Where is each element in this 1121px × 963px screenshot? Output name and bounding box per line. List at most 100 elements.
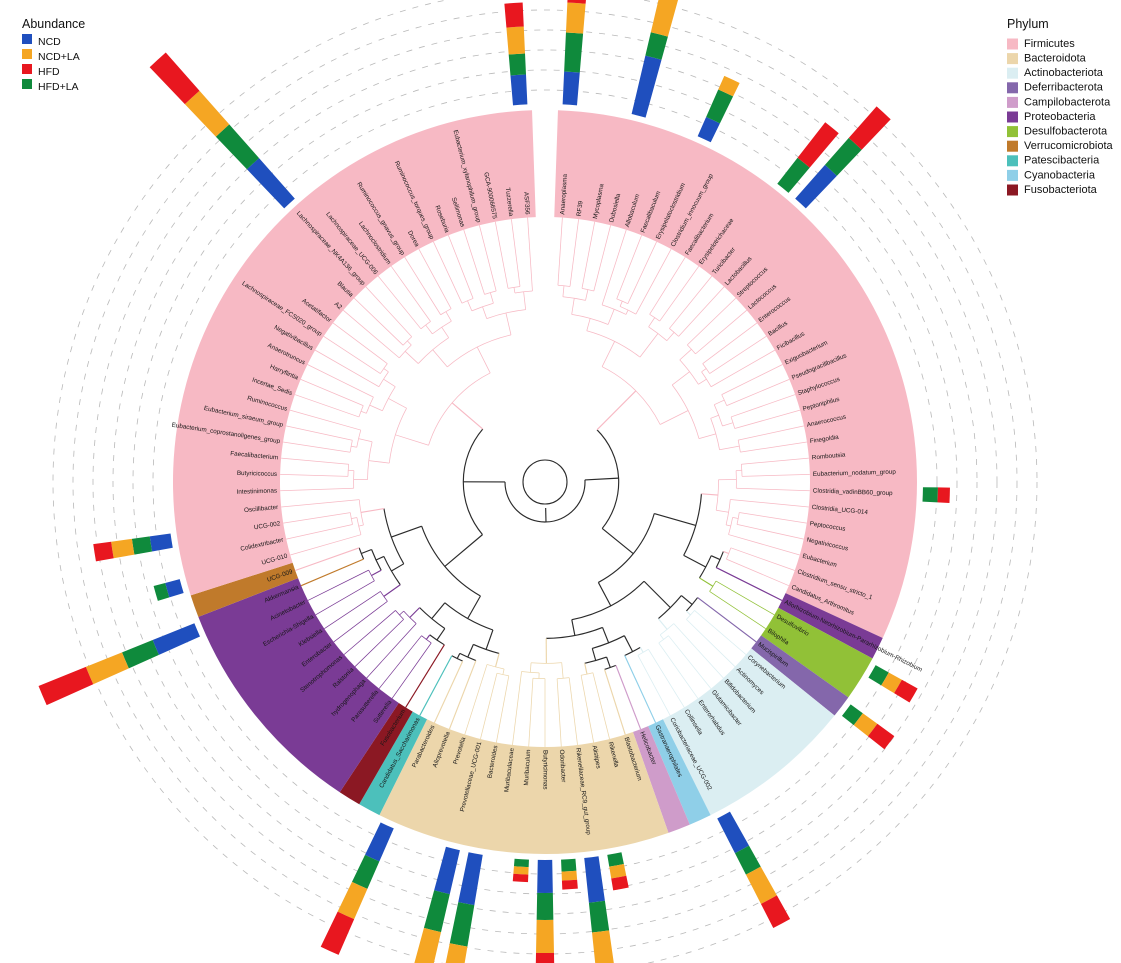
abundance-segment [149,533,173,552]
abundance-segment [351,854,380,889]
branch-radial [280,474,348,477]
abundance-segment [631,55,662,118]
phylum-sector-patescibacteria [359,711,428,816]
branch-radial [479,225,497,292]
tip-label: Eubacterium_nodatum_group [813,469,897,478]
abundance-segment [564,32,584,73]
abundance-segment [894,679,918,703]
branch-radial [366,623,417,679]
branch-radial [512,671,522,746]
tip-label: Anaeroplasma [559,173,569,214]
abundance-segment [797,122,839,168]
abundance-segment [535,952,555,963]
branch-radial [715,580,775,616]
branch-radial [695,309,748,355]
branch-radial [383,368,389,373]
branch-radial [601,341,615,367]
abundance-segment [592,930,614,963]
branch-radial [360,410,367,414]
branch-radial [671,371,690,386]
branch-radial [368,460,390,464]
phylum-legend-item: Bacteroidota [1024,53,1087,65]
phylum-legend-item: Verrucomicrobiota [1024,140,1114,152]
branch-arc [504,479,586,523]
branch-radial [721,364,783,395]
abundance-segment [561,870,578,881]
branch-radial [511,219,521,287]
abundance-segment [449,902,475,947]
branch-radial [342,309,400,359]
branch-radial [659,266,700,322]
tip-label: Tuzzerella [504,187,515,217]
branch-radial [730,499,809,508]
branch-radial [678,286,725,337]
tip-label: ASF356 [522,192,531,216]
phylum-swatch [1007,111,1018,123]
branch-radial [494,653,500,668]
tip-label: Intestinimonas [236,487,277,495]
branch-radial [404,256,441,315]
branch-radial [742,474,810,477]
branch-radial [324,591,381,629]
abundance-segment [508,53,526,76]
branch-radial [467,595,481,619]
branch-arc [447,334,512,368]
branch-radial [557,217,563,286]
branch-radial [354,619,404,667]
branch-radial [448,660,477,730]
branch-radial [433,241,463,304]
branch-radial [714,399,725,406]
phylum-legend-item: Fusobacteriota [1024,184,1098,196]
phylum-swatch [1007,82,1018,94]
tip-label: Romboutsia [812,451,847,461]
abundance-bars [38,0,950,963]
gridline-ring [52,0,1038,963]
branch-radial [723,550,729,555]
branch-radial [569,219,579,287]
branch-radial [698,433,716,439]
branch-radial [399,610,404,616]
branch-radial [294,394,360,418]
abundance-segment [734,845,761,875]
abundance-segment [760,895,791,928]
branch-radial [494,221,509,289]
branch-radial [699,577,714,587]
branch-radial [697,597,757,643]
abundance-segment [504,2,524,28]
abundance-segment [607,852,624,867]
abundance-segment [868,665,889,686]
branch-radial [290,534,362,556]
branch-radial [391,525,422,538]
branch-radial [635,248,672,315]
branch-radial [728,534,800,556]
branch-radial [580,675,594,743]
branch-arc [596,429,620,529]
abundance-segment [777,157,810,193]
branch-radial [666,332,675,341]
abundance-segment [246,158,295,209]
abundance-segment [38,666,94,706]
branch-radial [286,524,353,540]
branch-radial [719,445,740,451]
branch-radial [391,563,405,572]
branch-radial [736,524,804,540]
branch-radial [694,610,747,655]
phylum-sector-fusobacteriota [339,703,413,805]
branch-radial [568,677,578,746]
abundance-segment [565,2,586,34]
tip-label: Clostridia_vadinBB60_group [813,487,893,497]
tip-label: UCG-002 [253,520,281,531]
abundance-swatch [22,79,32,89]
branch-radial [606,656,611,668]
tip-label: Butyricicoccus [237,470,277,478]
branch-radial [740,441,808,453]
phylum-swatch [1007,67,1018,79]
branch-radial [725,524,731,527]
branch-radial [716,509,729,513]
branch-radial [592,672,610,740]
branch-radial [571,298,575,315]
branch-radial [432,349,448,368]
branch-radial [315,580,375,616]
branch-radial [295,547,360,572]
